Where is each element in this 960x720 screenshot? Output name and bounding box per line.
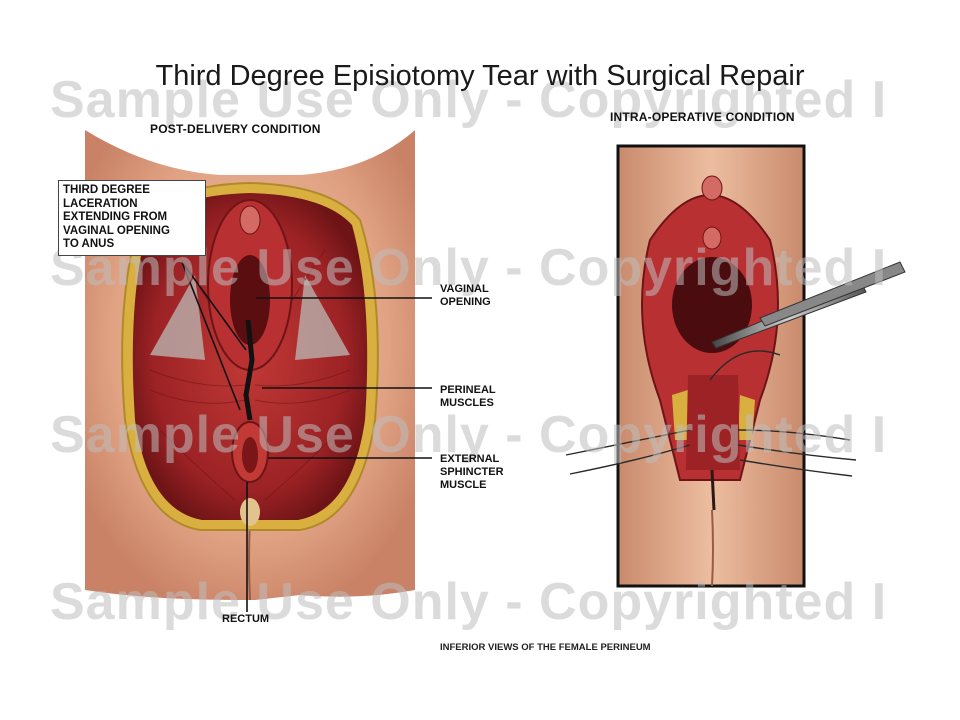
right-clitoris: [701, 175, 723, 201]
right-panel-heading: INTRA-OPERATIVE CONDITION: [610, 110, 795, 124]
left-fossa: [150, 275, 205, 360]
right-fat-right: [738, 395, 755, 440]
figure-title: Third Degree Episiotomy Tear with Surgic…: [155, 60, 805, 92]
coccyx-tip: [240, 498, 260, 526]
anus: [242, 437, 258, 473]
right-suture-seam: [710, 469, 716, 511]
left-panel-heading: POST-DELIVERY CONDITION: [150, 122, 321, 136]
right-urethra: [702, 226, 722, 250]
vaginal-opening-label: VAGINAL OPENING: [440, 283, 491, 308]
right-intraoperative-view: [616, 144, 806, 588]
laceration-line: [243, 319, 255, 421]
needle-holder-instrument: [711, 261, 906, 349]
footer-caption: INFERIOR VIEWS OF THE FEMALE PERINEUM: [440, 642, 651, 653]
vaginal-canal: [230, 255, 270, 345]
external-sphincter-label: EXTERNAL SPHINCTER MUSCLE: [440, 453, 504, 491]
right-fossa: [295, 275, 350, 360]
right-fat-left: [672, 390, 688, 440]
suture-threads: [565, 350, 857, 477]
left-leader-lines: [181, 261, 432, 612]
right-gluteal-cleft: [711, 509, 714, 587]
right-repair-area: [686, 375, 740, 470]
clitoral-hood: [239, 205, 261, 235]
laceration-callout-box: THIRD DEGREE LACERATION EXTENDING FROM V…: [58, 180, 206, 256]
rectum-label: RECTUM: [222, 613, 270, 625]
perineal-muscles-label: PERINEAL MUSCLES: [440, 384, 496, 409]
gluteal-cleft: [248, 519, 251, 601]
right-vaginal-canal: [672, 257, 752, 353]
